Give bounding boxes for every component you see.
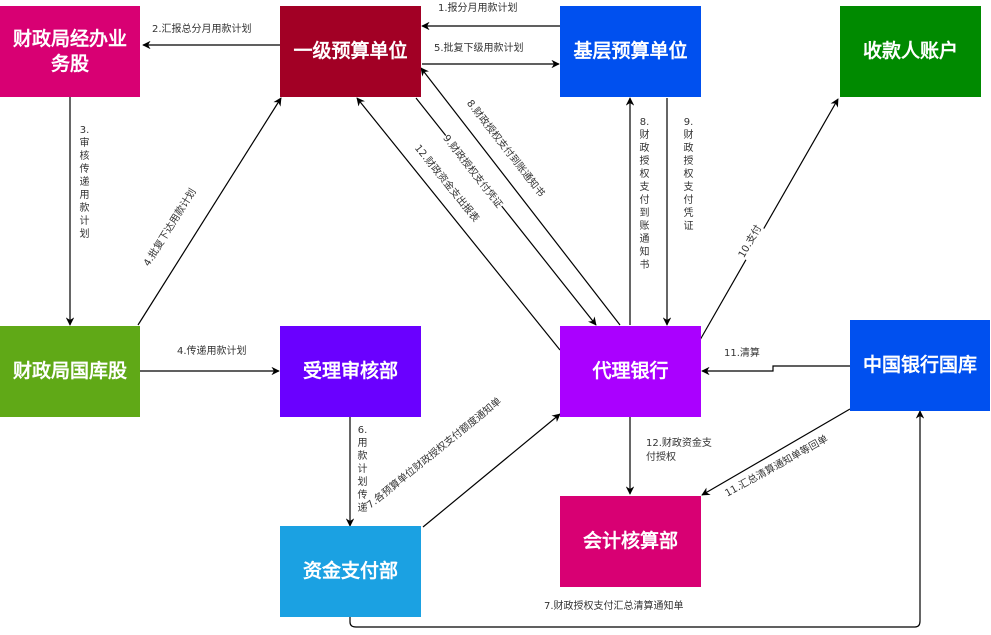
node-caizheng-jingban[interactable]: 财政局经办业务股 (0, 6, 140, 97)
edge-7a-arrow (422, 413, 561, 528)
node-shoukuanren-label: 收款人账户 (862, 40, 958, 63)
edge-7b-label: 7.财政授权支付汇总清算通知单 (544, 601, 684, 614)
node-kuaiji-hesuan[interactable]: 会计核算部 (560, 496, 701, 587)
node-zijin-zhifu-label: 资金支付部 (302, 560, 398, 583)
node-caizheng-guoku-label: 财政局国库股 (12, 360, 127, 383)
edge-2-label: 2.汇报总分月用款计划 (152, 24, 252, 37)
edge-10-arrow (699, 98, 839, 341)
node-yiji-yusuan-label: 一级预算单位 (293, 40, 408, 63)
edge-11a-label: 11.清算 (724, 348, 760, 361)
node-zijin-zhifu[interactable]: 资金支付部 (280, 526, 421, 617)
edge-12a-arrow (356, 97, 561, 351)
node-zhongguo-yinhang-label: 中国银行国库 (862, 354, 977, 377)
edge-12b-label: 12.财政资金支付授权 (646, 437, 716, 464)
node-caizheng-jingban-label: 财政局经办业务股 (12, 27, 127, 75)
edge-4b-label: 4.传递用款计划 (177, 346, 247, 359)
edge-1-label: 1.报分月用款计划 (438, 3, 518, 16)
edge-8a-arrow (420, 67, 621, 326)
node-zhongguo-yinhang[interactable]: 中国银行国库 (850, 320, 990, 411)
node-shouli-shenhe[interactable]: 受理审核部 (280, 326, 421, 417)
node-jiceng-yusuan-label: 基层预算单位 (573, 40, 688, 63)
node-daili-yinhang-label: 代理银行 (592, 360, 669, 383)
edge-6-label: 6.用款计划传递 (356, 424, 369, 515)
edge-9b-label: 9.财政授权支付凭证 (682, 116, 695, 233)
node-caizheng-guoku[interactable]: 财政局国库股 (0, 326, 140, 417)
edge-8b-label: 8.财政授权支付到账通知书 (638, 116, 651, 272)
node-kuaiji-hesuan-label: 会计核算部 (582, 530, 678, 553)
node-jiceng-yusuan[interactable]: 基层预算单位 (560, 6, 701, 97)
edge-9a-arrow (415, 97, 597, 326)
edge-4a-arrow (137, 97, 282, 326)
edge-5-label: 5.批复下级用款计划 (434, 43, 524, 56)
edge-11b-arrow (701, 408, 851, 496)
edge-11a-arrow (701, 365, 850, 376)
edge-3-label: 3.审核传递用款计划 (78, 124, 91, 241)
node-yiji-yusuan[interactable]: 一级预算单位 (280, 6, 421, 97)
node-daili-yinhang[interactable]: 代理银行 (560, 326, 701, 417)
node-shoukuanren[interactable]: 收款人账户 (840, 6, 981, 97)
edge-7b-arrow (349, 410, 925, 628)
node-shouli-shenhe-label: 受理审核部 (302, 360, 398, 383)
